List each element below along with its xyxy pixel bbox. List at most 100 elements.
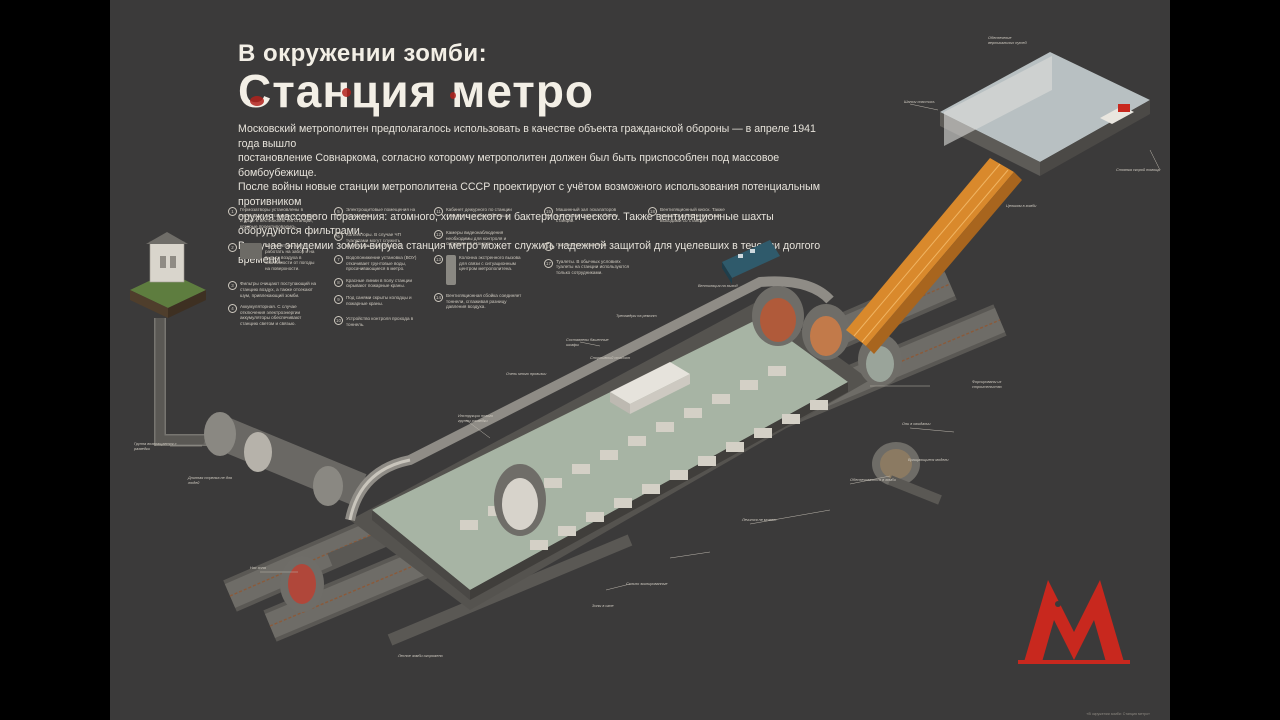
note-item: 13 Колонна экстренного вызова для связи с…: [434, 254, 524, 285]
note-number: 16: [544, 241, 553, 251]
callout: Шансы спастись: [904, 100, 935, 104]
poster: В окружении зомби: Станция метро Московс…: [110, 0, 1170, 720]
note-number: 10: [334, 316, 343, 326]
right-letterbox: [1170, 0, 1280, 720]
callout: Составлены башенные шкафы: [566, 338, 609, 347]
callout-lines: [170, 103, 1161, 591]
note-text: Гермозатворы установлены в переходах, на…: [240, 207, 317, 229]
intro-line: оружия массового поражения: атомного, хи…: [238, 210, 774, 238]
callout: Лечится не может: [742, 518, 777, 522]
note-number: 11: [434, 207, 443, 216]
ventilation-kiosk: [130, 232, 206, 318]
callout: Вращающиеся модели: [908, 458, 949, 462]
note-text: Колонна экстренного вызова для связи с с…: [459, 254, 521, 272]
side-equipment: [872, 442, 942, 505]
note-number: 7: [334, 254, 343, 264]
callout: Вентиляция на выход: [698, 284, 738, 288]
callout: Длинная стрелка не для людей: [188, 476, 233, 485]
note-number: 3: [228, 281, 237, 291]
ventilation-tunnel: [203, 412, 367, 506]
callout: Спортивный стадион: [590, 356, 630, 360]
note-number: 2: [228, 243, 237, 253]
credit-line: «В окружении зомби: Станция метро»: [1086, 712, 1150, 716]
metro-logo: [1018, 580, 1130, 664]
note-text: Водопонижение установка (ВОУ) откачивает…: [346, 254, 417, 272]
note-text: Под санями скрыты колодцы и пожарные кра…: [346, 294, 412, 306]
metro-station-illustration: [130, 52, 1161, 646]
callout: Нас зона: [250, 566, 266, 570]
note-text: Красные линии в полу станции скрывают по…: [346, 277, 413, 289]
callout: Форсированы их строительство: [972, 380, 1002, 389]
callout: Группа возвращается с разведки: [134, 442, 177, 451]
title-block: В окружении зомби: Станция метро: [238, 40, 594, 118]
emergency-column-icon: [446, 254, 456, 285]
callout: Целиком в зомби: [1006, 204, 1037, 208]
note-number: 18: [648, 207, 657, 216]
callout: Зоны в огне: [592, 604, 614, 608]
note-number: 5: [334, 207, 343, 216]
note-text: Вентиляционный киоск. Также являются доп…: [660, 207, 725, 224]
note-number: 6: [334, 232, 343, 242]
intro-line: После войны новые станции метрополитена …: [238, 181, 820, 208]
callout: Обеспечиваются в зомби: [850, 478, 896, 482]
note-number: 15: [544, 207, 553, 216]
note-number: 17: [544, 258, 553, 268]
vestibule: [940, 52, 1150, 176]
intro-line: Московский метрополитен предполагалось и…: [238, 123, 816, 150]
callout: Инструкции нового группы разведки: [458, 414, 494, 423]
note-text: Электрощитовые помещения на подстанции.: [346, 207, 416, 218]
note-text: Кабинет дежурного по станции становится …: [446, 207, 512, 218]
note-number: 12: [434, 230, 443, 240]
note-number: 4: [228, 304, 237, 314]
note-text: Туалеты. В обычных условиях туалеты на с…: [556, 258, 629, 275]
callout: Они в ожидании: [902, 422, 931, 426]
intro-text: Московский метрополитен предполагалось и…: [238, 122, 838, 268]
left-letterbox: [0, 0, 110, 720]
callout: Стоянка скорой помощи: [1116, 168, 1161, 172]
note-number: 9: [334, 294, 343, 304]
callout: Очень много провизии: [506, 372, 547, 376]
blood-splat: [450, 92, 456, 99]
fan-icon: [240, 243, 262, 260]
note-text: Вентиляционная сбойка соединяет тоннели,…: [446, 292, 522, 310]
note-text: Устройство контроля прохода в тоннель.: [346, 316, 414, 327]
blood-splat: [342, 88, 351, 97]
metro-train: [722, 240, 780, 284]
note-number: 8: [334, 277, 343, 287]
note-text: Коллекторы. В случае ЧП туалетами могут …: [346, 232, 403, 249]
note-text: Вентиляторы могут работать на забор и на…: [265, 243, 315, 271]
note-number: 13: [434, 254, 443, 264]
note-text: Камеры видеонаблюдения необходимы для ко…: [446, 230, 507, 247]
callout: Сильно экипированные: [626, 582, 668, 586]
escalator: [846, 158, 1022, 354]
blood-splat: [250, 96, 264, 106]
note-item: 2 Вентиляторы могут работать на забор и н…: [228, 243, 319, 271]
note-number: 1: [228, 207, 237, 216]
title-line1: В окружении зомби:: [238, 40, 488, 67]
station-arches: [280, 286, 902, 612]
title-line2: Станция метро: [238, 65, 595, 117]
note-number: 14: [434, 292, 443, 302]
note-text: Фильтры очищают поступающий на станцию в…: [240, 281, 317, 298]
